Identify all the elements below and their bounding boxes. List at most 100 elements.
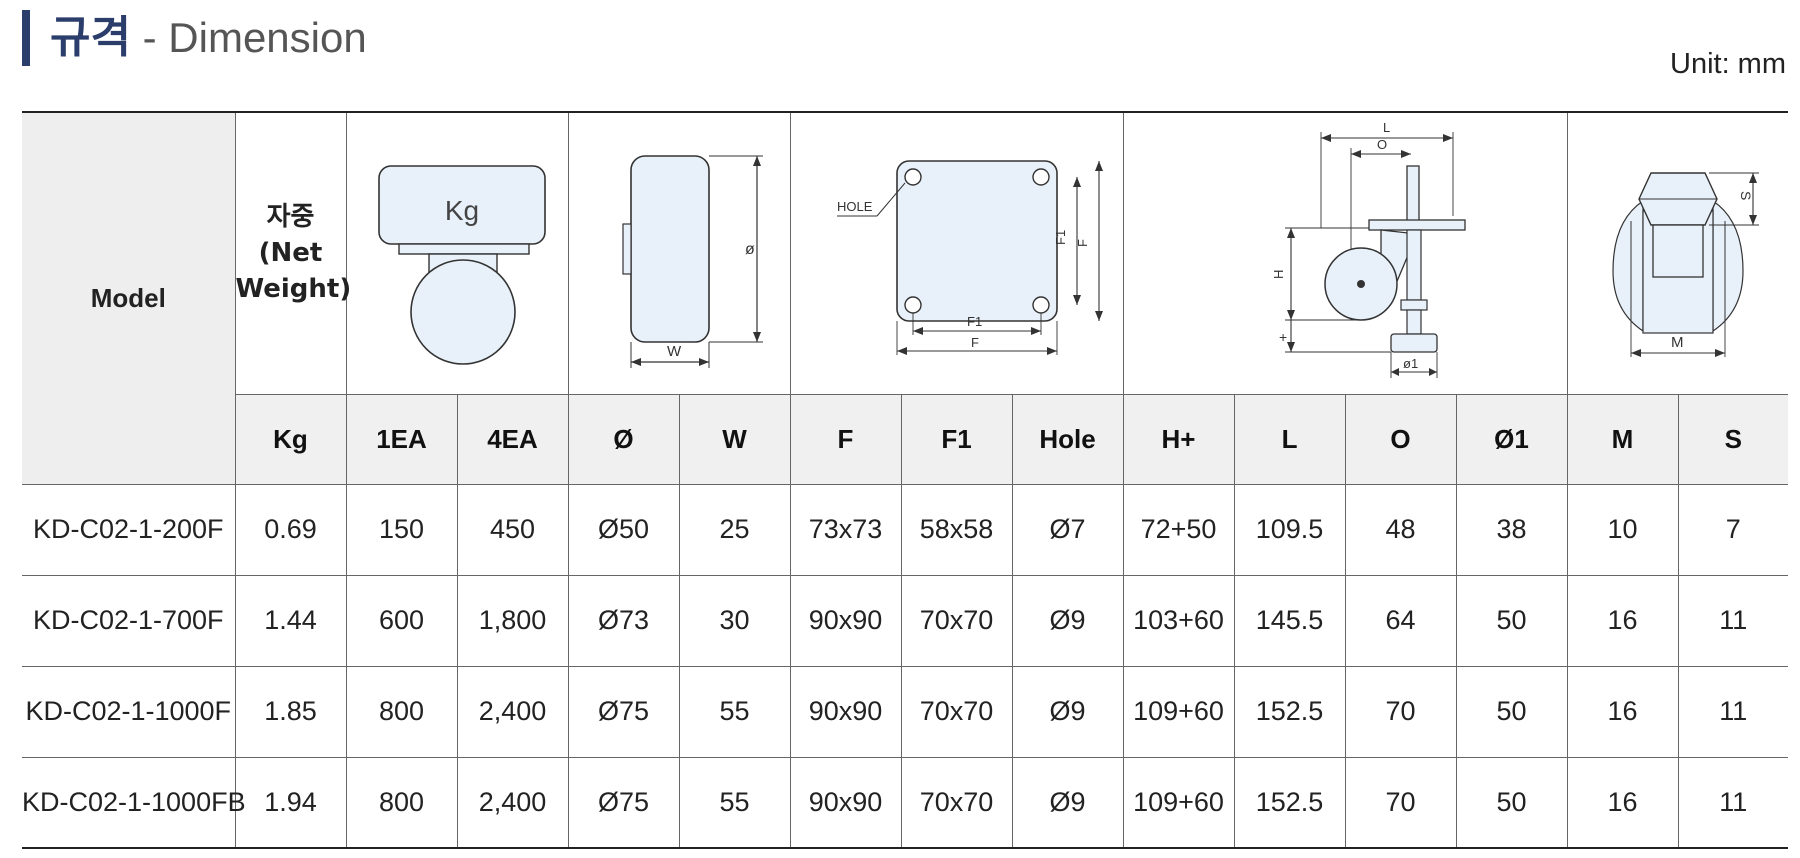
s-label: S — [1738, 191, 1754, 200]
table-cell: 1,800 — [456, 574, 569, 667]
table-cell: 600 — [345, 574, 458, 667]
diameter-label: ø — [745, 241, 755, 258]
table-cell: 152.5 — [1233, 665, 1346, 758]
table-cell: 145.5 — [1233, 574, 1346, 667]
title-separator: - — [130, 14, 169, 61]
table-cell: 800 — [345, 665, 458, 758]
col-header-f: F — [789, 393, 902, 485]
top-plate-diagram-cell: HOLE F1 F F1 F — [789, 111, 1124, 395]
table-cell: 109+60 — [1122, 665, 1235, 758]
table-cell: Ø9 — [1011, 756, 1124, 849]
model-header: Model — [22, 111, 236, 485]
table-cell: Ø9 — [1011, 574, 1124, 667]
table-cell: 58x58 — [900, 483, 1013, 576]
col-header-l: L — [1233, 393, 1346, 485]
col-header-1ea: 1EA — [345, 393, 458, 485]
table-cell: 10 — [1566, 483, 1679, 576]
col-header-w: W — [678, 393, 791, 485]
net-weight-header-line3: Weight) — [235, 274, 352, 305]
net-weight-header: 자중 (Net Weight) — [234, 111, 352, 395]
f-horizontal-label: F — [971, 335, 979, 350]
table-cell: 450 — [456, 483, 569, 576]
table-cell: 38 — [1455, 483, 1568, 576]
table-cell: 11 — [1677, 665, 1789, 758]
plus-label: + — [1279, 329, 1287, 345]
col-header-kg: Kg — [235, 393, 347, 485]
top-plate-diagram: HOLE F1 F F1 F — [836, 159, 1103, 355]
net-weight-header-ko: 자중 — [266, 202, 315, 233]
col-header-hole: Hole — [1011, 393, 1124, 485]
col-header-d1: Ø1 — [1455, 393, 1568, 485]
table-row: KD-C02-1-200F 0.69 150 450 Ø50 25 73x73 … — [22, 483, 1789, 576]
kg-label: Kg — [445, 195, 479, 226]
h-label: H — [1271, 269, 1286, 278]
table-cell: 64 — [1344, 574, 1457, 667]
load-capacity-diagram-cell: Kg — [345, 111, 569, 395]
table-cell: 11 — [1677, 574, 1789, 667]
table-cell: 0.69 — [234, 483, 347, 576]
wheel-side-diagram: ø W — [622, 154, 763, 368]
table-cell: 109.5 — [1233, 483, 1346, 576]
table-cell: 70x70 — [900, 574, 1013, 667]
table-cell: Ø50 — [567, 483, 680, 576]
table-cell: 90x90 — [789, 665, 902, 758]
caster-side-diagram: L O — [1271, 120, 1466, 378]
table-cell: Ø75 — [567, 665, 680, 758]
table-cell: 73x73 — [789, 483, 902, 576]
table-cell: 1.85 — [234, 665, 347, 758]
f1-horizontal-label: F1 — [967, 314, 982, 329]
model-cell: KD-C02-1-200F — [22, 483, 236, 576]
page-title: 규격 - Dimension — [50, 6, 367, 68]
caster-side-diagram-cell: L O — [1122, 111, 1568, 395]
column-header-row: Kg 1EA 4EA Ø W F F1 Hole H+ L O Ø1 M S — [22, 393, 1789, 485]
table-cell: 72+50 — [1122, 483, 1235, 576]
table-cell: 7 — [1677, 483, 1789, 576]
table-cell: 70 — [1344, 665, 1457, 758]
o-label: O — [1377, 137, 1387, 152]
table-cell: 1.44 — [234, 574, 347, 667]
table-cell: 55 — [678, 665, 791, 758]
table-cell: 152.5 — [1233, 756, 1346, 849]
table-cell: 1.94 — [234, 756, 347, 849]
table-cell: 50 — [1455, 574, 1568, 667]
table-cell: 800 — [345, 756, 458, 849]
title-korean: 규격 — [50, 12, 131, 63]
model-cell: KD-C02-1-1000FB — [22, 756, 246, 849]
col-header-m: M — [1566, 393, 1679, 485]
table-cell: Ø73 — [567, 574, 680, 667]
table-cell: 90x90 — [789, 756, 902, 849]
table-cell: 150 — [345, 483, 458, 576]
d1-label: ø1 — [1403, 356, 1418, 371]
table-row: KD-C02-1-1000F 1.85 800 2,400 Ø75 55 90x… — [22, 665, 1789, 758]
table-cell: Ø9 — [1011, 665, 1124, 758]
table-cell: 2,400 — [456, 756, 569, 849]
bolt-diagram-cell: S M — [1566, 111, 1789, 395]
hole-label: HOLE — [837, 199, 873, 214]
net-weight-header-line2: (Net — [258, 238, 323, 269]
col-header-4ea: 4EA — [456, 393, 569, 485]
m-label: M — [1671, 334, 1684, 351]
col-header-o: O — [1344, 393, 1457, 485]
load-capacity-diagram: Kg — [378, 164, 546, 365]
table-cell: 90x90 — [789, 574, 902, 667]
model-cell: KD-C02-1-700F — [22, 574, 236, 667]
col-header-f1: F1 — [900, 393, 1013, 485]
bolt-diagram: S M — [1612, 172, 1759, 357]
table-cell: 48 — [1344, 483, 1457, 576]
table-cell: 16 — [1566, 574, 1679, 667]
f1-vertical-label: F1 — [1053, 230, 1068, 245]
unit-label: Unit: mm — [1670, 48, 1786, 80]
table-cell: 11 — [1677, 756, 1789, 849]
table-cell: 16 — [1566, 665, 1679, 758]
table-cell: Ø7 — [1011, 483, 1124, 576]
table-cell: 50 — [1455, 756, 1568, 849]
wheel-side-diagram-cell: ø W — [567, 111, 791, 395]
table-cell: 55 — [678, 756, 791, 849]
table-cell: 103+60 — [1122, 574, 1235, 667]
table-cell: 30 — [678, 574, 791, 667]
table-cell: 70x70 — [900, 756, 1013, 849]
table-cell: Ø75 — [567, 756, 680, 849]
table-cell: 70 — [1344, 756, 1457, 849]
dimension-table: Model 자중 (Net Weight) Kg — [22, 111, 1789, 849]
table-cell: 109+60 — [1122, 756, 1235, 849]
